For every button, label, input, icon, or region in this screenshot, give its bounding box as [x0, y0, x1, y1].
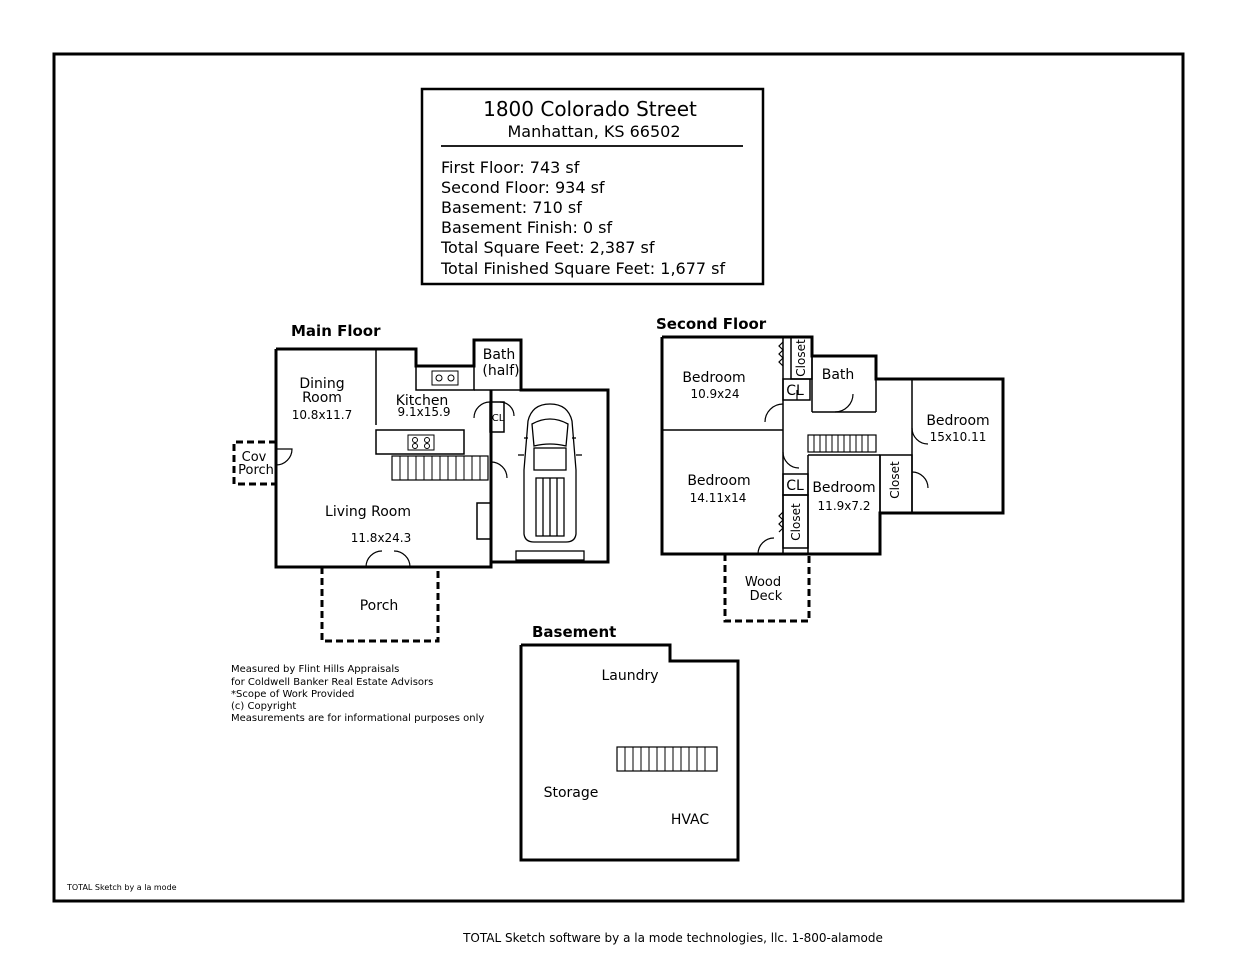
appraisal-notes: Measured by Flint Hills Appraisals for C… — [231, 664, 484, 724]
bedroom-4-label: Bedroom — [812, 480, 875, 496]
note-line-3: *Scope of Work Provided — [231, 689, 354, 700]
covered-porch — [232, 440, 276, 486]
main-floor-title: Main Floor — [291, 322, 381, 340]
header-box: 1800 Colorado Street Manhattan, KS 66502… — [420, 87, 765, 286]
upper-bath-label: Bath — [822, 367, 855, 383]
basement-walls — [519, 643, 740, 862]
half-bath-label-2: (half) — [482, 363, 519, 379]
bedroom-2-label: Bedroom — [926, 413, 989, 429]
note-line-1: Measured by Flint Hills Appraisals — [231, 664, 399, 675]
bedroom-4-dims: 11.9x7.2 — [818, 499, 871, 513]
second-floor-stairs — [807, 434, 877, 453]
footer-credit: TOTAL Sketch software by a la mode techn… — [462, 931, 883, 945]
garage-door — [515, 550, 585, 561]
stat-basement-finish: Basement Finish: 0 sf — [441, 218, 613, 237]
wood-deck — [723, 554, 811, 623]
wood-deck-label-1: Wood — [745, 575, 781, 590]
bedroom-3-label: Bedroom — [687, 473, 750, 489]
closet-1-label: Closet — [794, 339, 808, 377]
closet-3-label: Closet — [888, 461, 902, 499]
cl-2-label: CL — [786, 478, 804, 494]
corner-credit: TOTAL Sketch by a la mode — [66, 883, 177, 892]
hvac-label: HVAC — [671, 812, 710, 828]
bedroom-1-label: Bedroom — [682, 370, 745, 386]
sheet-border — [52, 52, 1185, 903]
closet-2-label: Closet — [789, 503, 803, 541]
dining-label-2: Room — [302, 390, 342, 406]
address-line-1: 1800 Colorado Street — [483, 97, 697, 121]
address-line-2: Manhattan, KS 66502 — [508, 122, 681, 141]
laundry-label: Laundry — [601, 668, 658, 684]
bedroom-1-dims: 10.9x24 — [690, 387, 739, 401]
stat-total: Total Square Feet: 2,387 sf — [440, 238, 655, 257]
note-line-4: (c) Copyright — [231, 701, 296, 712]
dining-label-1: Dining — [299, 376, 344, 392]
note-line-5: Measurements are for informational purpo… — [231, 713, 484, 724]
stat-total-finished: Total Finished Square Feet: 1,677 sf — [440, 259, 725, 278]
storage-label: Storage — [544, 785, 599, 801]
cov-porch-label-1: Cov — [242, 450, 267, 465]
cov-porch-label-2: Porch — [238, 463, 274, 478]
car-icon — [518, 403, 582, 543]
living-room-label: Living Room — [325, 504, 411, 520]
basement-stairs — [616, 746, 718, 772]
half-bath-label-1: Bath — [483, 347, 516, 363]
stat-basement: Basement: 710 sf — [441, 198, 582, 217]
second-floor-title: Second Floor — [656, 315, 767, 333]
basement-plan: Basement Laundry Storage HVAC — [519, 623, 740, 862]
main-closet-label: CL — [492, 413, 505, 424]
bedroom-2-dims: 15x10.11 — [930, 430, 987, 444]
living-room-dims: 11.8x24.3 — [351, 531, 412, 545]
stat-first-floor: First Floor: 743 sf — [441, 158, 580, 177]
wood-deck-label-2: Deck — [750, 589, 783, 604]
cl-1-label: CL — [786, 383, 804, 399]
main-floor-plan: Main Floor — [232, 322, 610, 643]
kitchen-dims: 9.1x15.9 — [398, 405, 451, 419]
basement-title: Basement — [532, 623, 616, 641]
second-floor-plan: Second Floor — [656, 315, 1005, 623]
front-porch — [320, 567, 440, 643]
kitchen-label: Kitchen — [396, 393, 449, 409]
porch-label: Porch — [360, 598, 399, 614]
bedroom-3-dims: 14.11x14 — [690, 491, 747, 505]
dining-dims: 10.8x11.7 — [292, 408, 353, 422]
stat-second-floor: Second Floor: 934 sf — [441, 178, 605, 197]
note-line-2: for Coldwell Banker Real Estate Advisors — [231, 677, 433, 688]
